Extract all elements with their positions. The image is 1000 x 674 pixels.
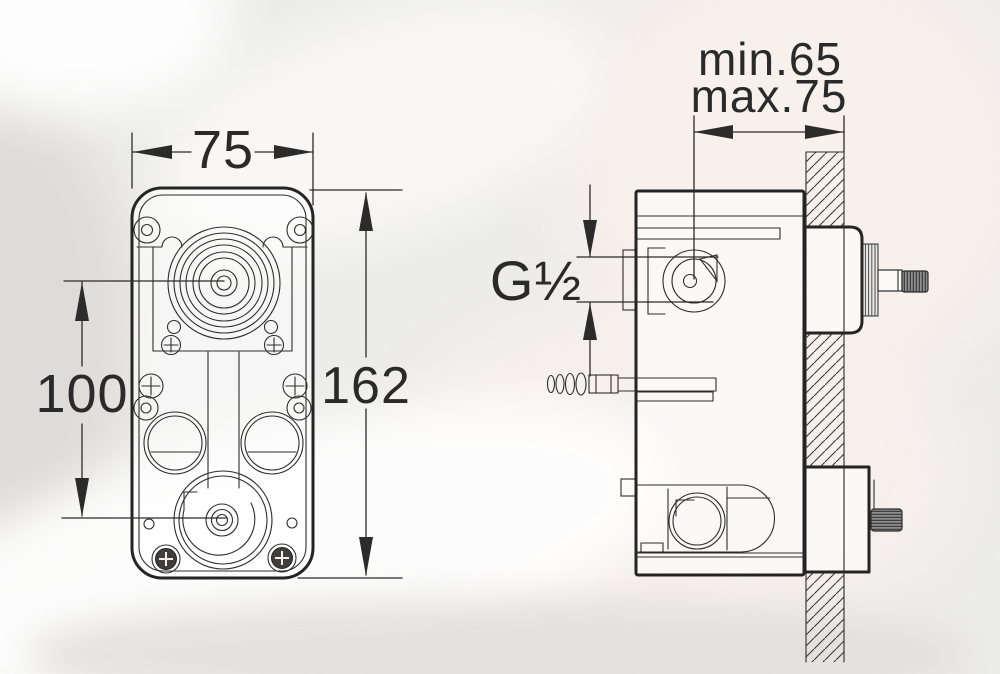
mounting-tab-upper xyxy=(622,249,637,311)
dim-depth-max-label: max.75 xyxy=(691,70,848,122)
cartridge-housing-protrusion xyxy=(803,225,864,335)
fixing-hole xyxy=(140,223,154,237)
wall-hatch-top xyxy=(806,152,844,228)
dim-width: 75 xyxy=(131,120,314,206)
dim-height-label: 162 xyxy=(321,357,411,415)
wall-hatch-middle xyxy=(806,333,844,467)
fixing-hole xyxy=(140,402,152,414)
valve-body-side xyxy=(634,189,806,577)
inlet-port-left xyxy=(143,411,207,475)
diverter-spline-knob xyxy=(870,508,903,532)
phillips-screw-dark xyxy=(271,547,293,569)
lower-port-outer xyxy=(668,492,726,550)
cartridge-thread-collar xyxy=(862,243,879,317)
thread-size-label: G½ xyxy=(490,249,582,312)
diverter-protrusion xyxy=(803,465,871,574)
front-view xyxy=(130,186,315,580)
wall-hatch-bottom xyxy=(806,572,844,662)
dim-thread: G½ xyxy=(490,184,719,377)
wall-anchor-screw xyxy=(546,372,717,396)
fixing-hole xyxy=(293,223,307,237)
phillips-screw-dark xyxy=(155,548,177,570)
lower-housing xyxy=(637,484,776,553)
phillips-screw xyxy=(263,334,285,356)
phillips-screw xyxy=(282,373,308,399)
dim-width-label: 75 xyxy=(192,120,254,180)
phillips-screw xyxy=(138,373,164,399)
inlet-port-right xyxy=(240,411,304,475)
dim-depth: min.65 max.75 xyxy=(691,33,848,280)
phillips-screw xyxy=(160,334,182,356)
spindle-spline-end xyxy=(901,270,929,293)
diverter-cartridge xyxy=(173,470,273,570)
dim-height: 162 xyxy=(297,189,411,579)
dim-spacing-label: 100 xyxy=(35,364,128,424)
lower-port-inner xyxy=(672,496,722,546)
thermostat-cartridge xyxy=(167,226,281,340)
dim-port-spacing: 100 xyxy=(35,280,227,519)
fixing-hole xyxy=(293,402,305,414)
side-view xyxy=(546,189,929,577)
side-port-center xyxy=(682,273,698,289)
dim-depth-min-label: min.65 xyxy=(698,33,842,85)
